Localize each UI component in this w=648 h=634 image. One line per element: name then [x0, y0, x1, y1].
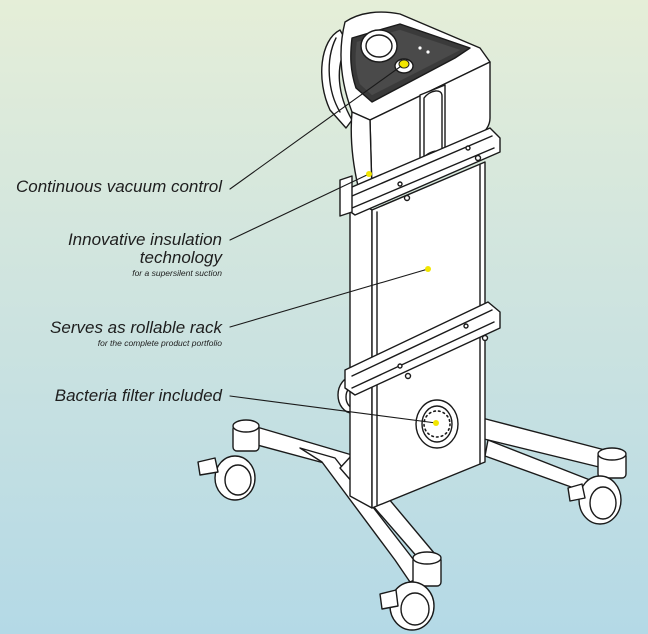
lower-rack-bracket — [344, 301, 501, 396]
callout-subtitle: for a supersilent suction — [132, 267, 222, 278]
caster-right — [567, 447, 627, 525]
callout-bacteria-filter: Bacteria filter included — [55, 387, 222, 405]
callout-leader-lines — [229, 63, 437, 424]
head-unit — [321, 11, 491, 193]
marker-dot — [400, 60, 408, 68]
callout-title: Serves as rollable rack — [50, 318, 222, 337]
upper-rack-bracket — [339, 127, 501, 217]
highlight-markers — [366, 60, 439, 426]
callout-title: Bacteria filter included — [54, 386, 222, 405]
callout-vacuum-control: Continuous vacuum control — [16, 178, 222, 196]
marker-dot — [366, 171, 372, 177]
marker-dot — [433, 420, 439, 426]
caster-left — [197, 419, 260, 501]
callout-insulation: Innovative insulation technology for a s… — [32, 231, 222, 278]
callout-title: Innovative insulation technology — [67, 230, 222, 267]
callout-subtitle: for the complete product portfolio — [97, 337, 222, 348]
marker-dot — [425, 266, 431, 272]
callout-rollable-rack: Serves as rollable rack for the complete… — [50, 319, 222, 348]
callout-title: Continuous vacuum control — [15, 177, 222, 196]
caster-front — [379, 551, 442, 631]
